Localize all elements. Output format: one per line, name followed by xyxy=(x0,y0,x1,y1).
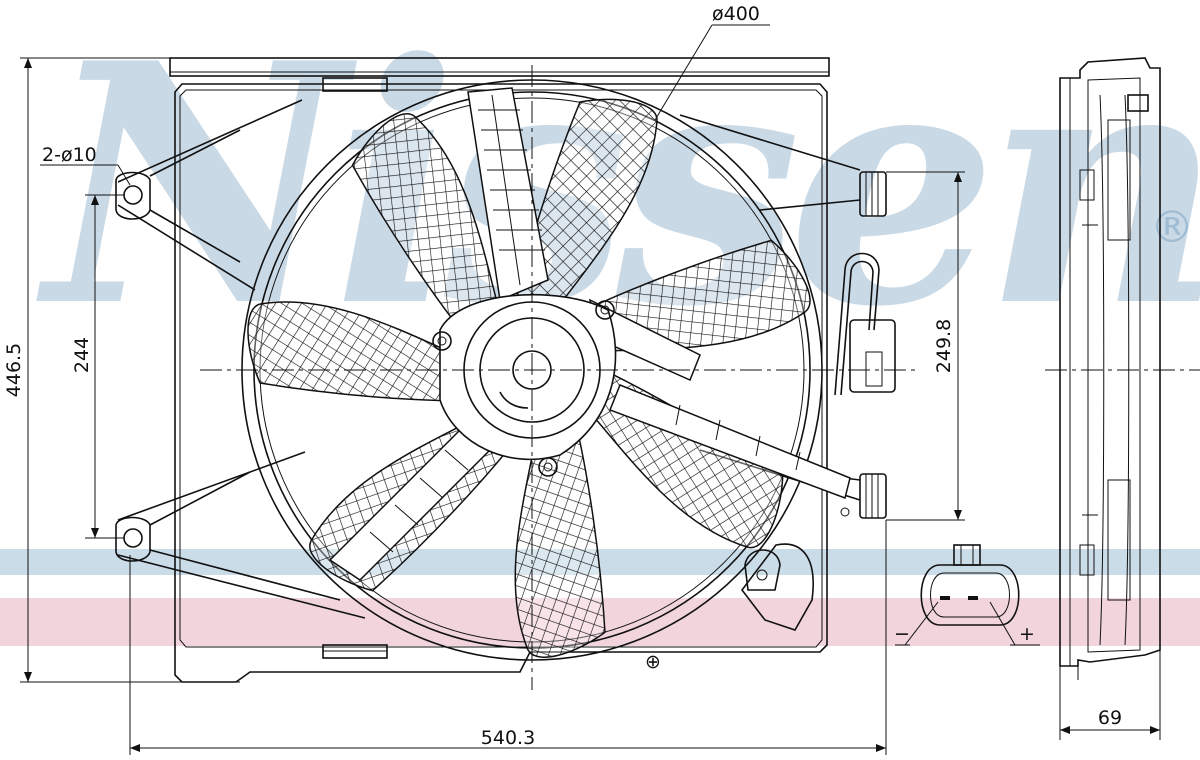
connector-detail: − + xyxy=(894,544,1040,646)
connector-spacing-label: 249.8 xyxy=(933,319,955,373)
mount-holes-label: 2-ø10 xyxy=(42,144,97,166)
motor-wiring xyxy=(740,252,896,631)
overall-height-label: 446.5 xyxy=(3,343,25,397)
dimension-labels: ø400 2-ø10 446.5 244 249.8 540.3 69 xyxy=(3,3,1122,749)
ground-symbol: ⊕ xyxy=(645,651,661,673)
connector-minus: − xyxy=(894,623,910,645)
connector-plus: + xyxy=(1019,623,1035,645)
side-view xyxy=(1059,57,1161,680)
hole-spacing-label: 244 xyxy=(71,337,93,373)
overall-width-label: 540.3 xyxy=(481,727,535,749)
motor-struts xyxy=(328,87,851,581)
fan-diameter-label: ø400 xyxy=(712,3,760,25)
dimension-lines xyxy=(20,24,1161,755)
mounting-lugs xyxy=(115,99,887,619)
depth-label: 69 xyxy=(1098,707,1122,729)
centerlines xyxy=(200,65,1200,690)
